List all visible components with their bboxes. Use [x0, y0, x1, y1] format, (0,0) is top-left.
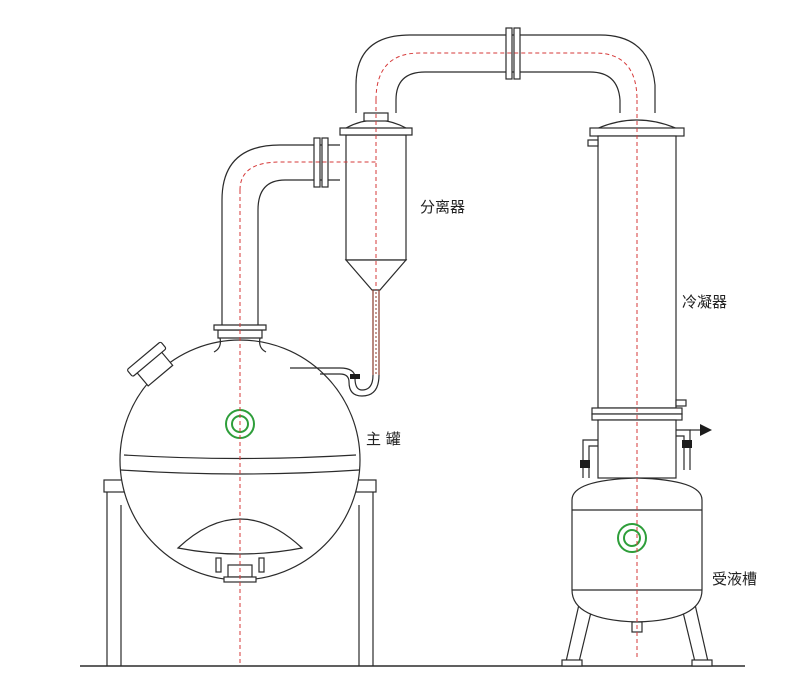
- receiver-sight-glass-icon: [617, 523, 647, 553]
- main-tank-label: 主 罐: [366, 430, 401, 448]
- vapor-pipe-2: [355, 27, 656, 113]
- separator: [290, 112, 413, 397]
- main-tank-legs: [103, 479, 377, 666]
- condenser-label: 冷凝器: [682, 293, 728, 311]
- receiver-tank-label: 受液槽: [712, 570, 758, 588]
- center-lines: [239, 52, 638, 666]
- separator-label: 分离器: [420, 198, 466, 216]
